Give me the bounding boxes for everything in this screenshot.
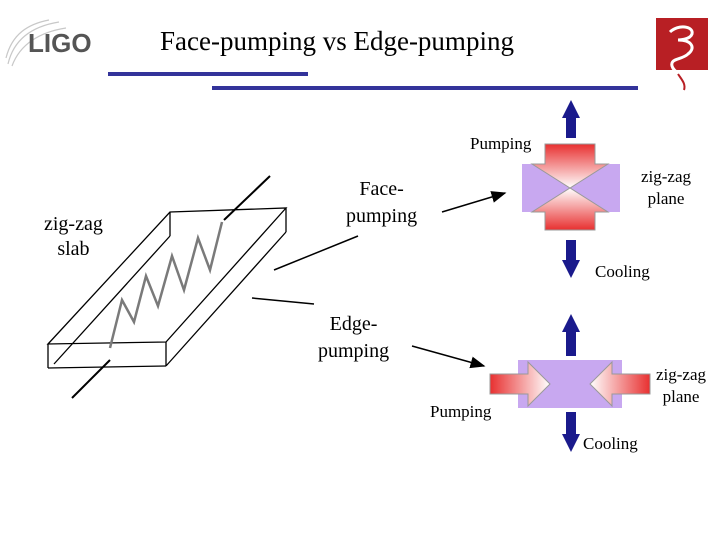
title-rule-right	[212, 86, 638, 90]
bottom-plane-label: zig-zag plane	[656, 365, 707, 406]
bottom-pump-arrow-left	[589, 360, 651, 408]
edge-pointer-arrow	[411, 345, 486, 369]
top-cooling-label: Cooling	[595, 262, 650, 281]
top-cooling-arrow-down	[562, 240, 580, 278]
svg-text:LIGO: LIGO	[28, 28, 92, 58]
top-pump-arrow-up	[530, 187, 610, 231]
edge-leader-line	[251, 297, 315, 305]
beam-in-line	[223, 175, 271, 221]
bottom-cooling-arrow-up	[562, 314, 580, 356]
top-pump-arrow-down	[530, 143, 610, 189]
top-plane-label: zig-zag plane	[641, 167, 692, 208]
top-cooling-arrow-up	[562, 100, 580, 138]
face-pointer-arrow	[441, 191, 507, 213]
bottom-cooling-arrow-down	[562, 412, 580, 452]
beam-out-line	[71, 359, 111, 399]
emblem-logo	[648, 14, 714, 98]
zig-zag-slab	[46, 207, 288, 369]
page-title: Face-pumping vs Edge-pumping	[160, 26, 514, 56]
title-rule-left	[108, 72, 308, 76]
edge-pumping-label: Edge- pumping	[318, 313, 390, 362]
face-leader-line	[273, 235, 359, 271]
top-pumping-label: Pumping	[470, 134, 532, 153]
bottom-pumping-label: Pumping	[430, 402, 492, 421]
bottom-pump-arrow-right	[489, 360, 551, 408]
slab-label: zig-zag slab	[44, 213, 103, 260]
bottom-cooling-label: Cooling	[583, 434, 638, 453]
ligo-logo: LIGO	[4, 18, 114, 68]
zig-zag-path	[108, 221, 224, 349]
face-pumping-label: Face- pumping	[346, 178, 418, 227]
